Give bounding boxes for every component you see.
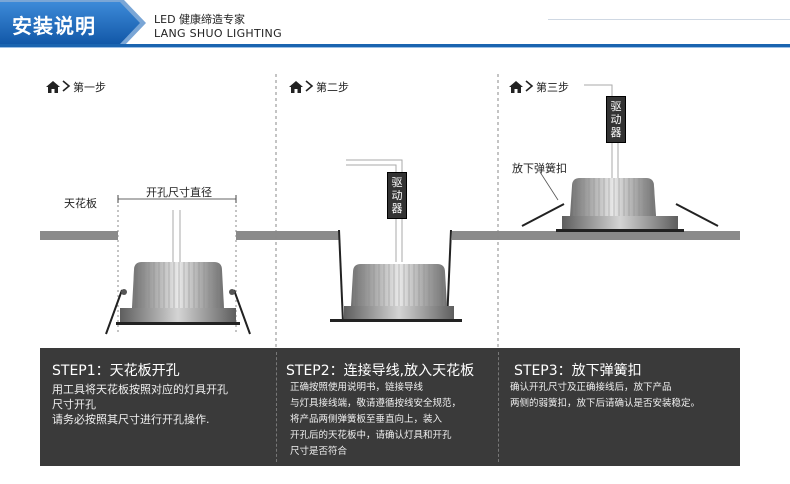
ceiling-panel — [40, 231, 740, 240]
header-divider-light — [0, 47, 790, 48]
arrow-right-icon — [525, 79, 534, 95]
step2-line: 将产品两侧弹簧板至垂直向上，装入 — [290, 414, 443, 425]
brand-name: LANG SHUO LIGHTING — [154, 27, 282, 40]
step2-line: 开孔后的天花板中，请确认灯具和开孔 — [290, 430, 452, 441]
step1-line: 尺寸开孔 — [52, 398, 96, 411]
step3-head-label: 第三步 — [536, 81, 569, 94]
driver-box-step3: 驱动器 — [606, 96, 626, 143]
band-divider — [498, 352, 499, 462]
driver-label: 驱动器 — [610, 100, 622, 139]
step2-head-label: 第二步 — [316, 81, 349, 94]
step3-title: STEP3：放下弹簧扣 — [514, 363, 642, 379]
header-divider — [0, 44, 790, 47]
step3-instructions: STEP3：放下弹簧扣 确认开孔尺寸及正确接线后，放下产品 两侧的弱簧扣，放下后… — [498, 348, 740, 466]
driver-label: 驱动器 — [391, 176, 403, 215]
arrow-right-icon — [305, 79, 314, 95]
home-icon — [509, 81, 523, 93]
step3-line: 确认开孔尺寸及正确接线后，放下产品 — [510, 382, 672, 393]
driver-box-step2: 驱动器 — [387, 172, 407, 219]
step2-line: 正确按照使用说明书，链接导线 — [290, 382, 424, 393]
downlight-fixture-step1 — [105, 210, 251, 335]
band-divider — [276, 352, 277, 462]
step2-title: STEP2：连接导线,放入天花板 — [286, 363, 475, 379]
step1-head: 第一步 — [46, 79, 106, 95]
step1-line: 请务必按照其尺寸进行开孔操作. — [52, 413, 210, 426]
step2-text: 正确按照使用说明书，链接导线 与灯具接线端，敬请遵循按线安全规范， 将产品两侧弹… — [290, 380, 461, 460]
downlight-fixture-step3 — [521, 84, 719, 232]
step2-instructions: STEP2：连接导线,放入天花板 正确按照使用说明书，链接导线 与灯具接线端，敬… — [276, 348, 498, 466]
page-title: 安装说明 — [12, 14, 96, 38]
step2-head: 第二步 — [289, 79, 349, 95]
step3-line: 两侧的弱簧扣，放下后请确认是否安装稳定。 — [510, 398, 701, 409]
instructions-band: STEP1：天花板开孔 用工具将天花板按照对应的灯具开孔 尺寸开孔 请务必按照其… — [40, 348, 740, 466]
step3-head: 第三步 — [509, 79, 569, 95]
ceiling-label: 天花板 — [64, 197, 97, 210]
step2-line: 与灯具接线端，敬请遵循按线安全规范， — [290, 398, 462, 409]
header-rule — [548, 19, 790, 20]
step1-instructions: STEP1：天花板开孔 用工具将天花板按照对应的灯具开孔 尺寸开孔 请务必按照其… — [40, 348, 276, 466]
step2-line: 尺寸是否符合 — [290, 446, 348, 457]
step1-head-label: 第一步 — [73, 81, 106, 94]
arrow-right-icon — [62, 79, 71, 95]
spring-clip-label: 放下弹簧扣 — [512, 162, 567, 175]
header-badge-shape — [0, 0, 146, 46]
step1-line: 用工具将天花板按照对应的灯具开孔 — [52, 383, 228, 396]
hole-diameter-label: 开孔尺寸直径 — [146, 186, 212, 199]
home-icon — [46, 81, 60, 93]
step1-title: STEP1：天花板开孔 — [52, 363, 180, 379]
brand-tagline: LED 健康缔造专家 — [154, 13, 246, 26]
step3-text: 确认开孔尺寸及正确接线后，放下产品 两侧的弱簧扣，放下后请确认是否安装稳定。 — [510, 380, 700, 412]
step1-text: 用工具将天花板按照对应的灯具开孔 尺寸开孔 请务必按照其尺寸进行开孔操作. — [52, 382, 228, 427]
installation-illustration — [40, 74, 740, 350]
header-badge: 安装说明 — [0, 0, 148, 46]
downlight-fixture-step2 — [330, 159, 462, 323]
home-icon — [289, 81, 303, 93]
